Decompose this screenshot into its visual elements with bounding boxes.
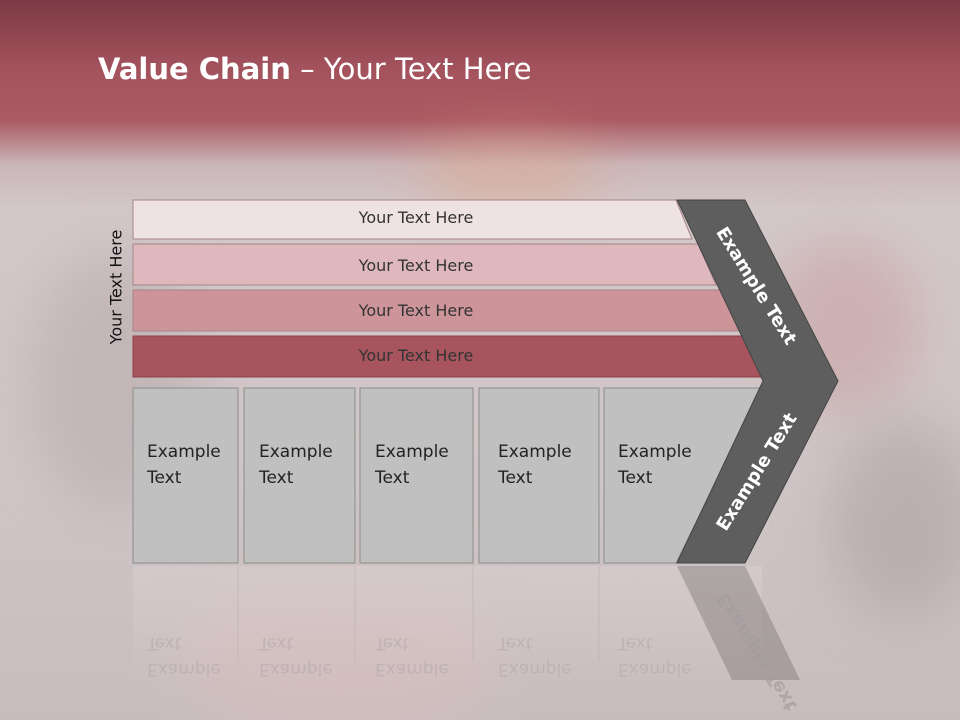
box-1 <box>132 387 239 564</box>
bar-label-4: Your Text Here <box>358 346 474 365</box>
chevron-reflection <box>677 566 800 680</box>
box-4 <box>478 387 600 564</box>
box-label-5-reflection: Example Text <box>618 633 692 679</box>
box-label-4: Example Text <box>498 442 572 488</box>
box-5 <box>603 387 763 564</box>
bar-2 <box>132 243 717 286</box>
box-label-1: Example Text <box>147 442 221 488</box>
title-bold: Value Chain <box>98 52 291 86</box>
leg-right-decoration <box>830 420 960 620</box>
box-label-1-reflection: Example Text <box>147 633 221 679</box>
box-label-2: Example Text <box>259 442 333 488</box>
side-label: Your Text Here <box>106 229 126 345</box>
title-rest: – Your Text Here <box>290 52 532 86</box>
bar-1 <box>132 199 693 240</box>
box-label-5: Example Text <box>618 442 692 488</box>
box-label-3-reflection: Example Text <box>375 633 449 679</box>
box-3 <box>359 387 474 564</box>
slide-title: Value Chain – Your Text Here <box>98 52 532 86</box>
box-label-3: Example Text <box>375 442 449 488</box>
bar-label-1: Your Text Here <box>358 208 474 227</box>
box-2 <box>243 387 356 564</box>
chevron-arrow <box>676 199 839 564</box>
fire-glow-decoration <box>420 140 600 210</box>
box-label-4-reflection: Example Text <box>498 633 572 679</box>
bar-label-3: Your Text Here <box>358 301 474 320</box>
box-label-2-reflection: Example Text <box>259 633 333 679</box>
bar-label-2: Your Text Here <box>358 256 474 275</box>
